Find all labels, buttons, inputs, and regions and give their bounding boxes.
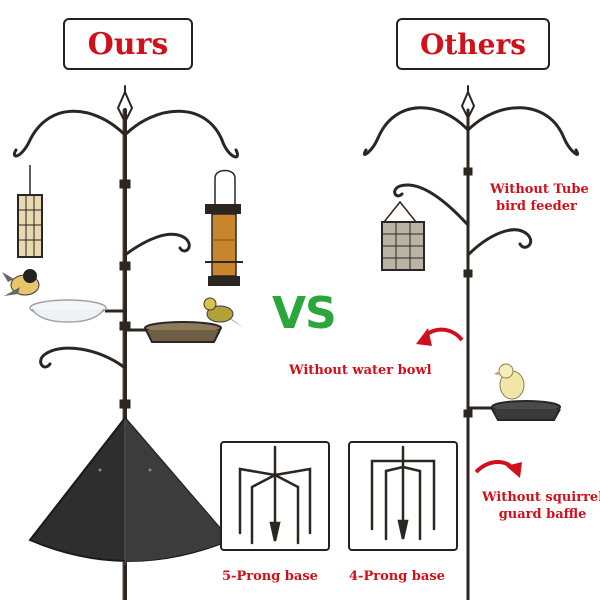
arrow-water-bowl	[416, 327, 464, 346]
four-prong-caption: 4-Prong base	[349, 569, 445, 584]
note-squirrel-line2: guard baffle	[498, 507, 587, 522]
note-without-tube: Without Tube bird feeder	[490, 181, 589, 215]
vs-label: VS	[272, 288, 337, 339]
mesh-tray-others	[468, 400, 561, 421]
bird-finch	[203, 297, 244, 328]
ours-title: Ours	[63, 18, 193, 70]
mesh-tray-ours	[125, 321, 222, 343]
note-without-water-bowl: Without water bowl	[289, 363, 432, 378]
suet-cage-others	[381, 200, 425, 271]
five-prong-base-panel	[220, 441, 330, 551]
four-prong-base-panel	[348, 441, 458, 551]
bird-canary	[494, 363, 525, 400]
squirrel-baffle-ours	[28, 416, 232, 565]
arrow-squirrel	[474, 460, 522, 478]
note-squirrel-line1: Without squirrel	[482, 490, 600, 505]
tube-feeder-ours	[205, 169, 243, 286]
water-bowl-ours	[29, 299, 125, 323]
five-prong-caption: 5-Prong base	[222, 569, 318, 584]
note-tube-line1: Without Tube	[490, 182, 589, 197]
five-prong-base-icon	[238, 445, 312, 545]
note-tube-line2: bird feeder	[496, 199, 577, 214]
note-without-baffle: Without squirrel guard baffle	[482, 489, 600, 523]
suet-cage-ours	[17, 165, 43, 258]
others-title: Others	[396, 18, 550, 70]
bird-chickadee	[2, 269, 40, 296]
others-pole	[363, 85, 579, 600]
four-prong-base-icon	[370, 445, 436, 541]
